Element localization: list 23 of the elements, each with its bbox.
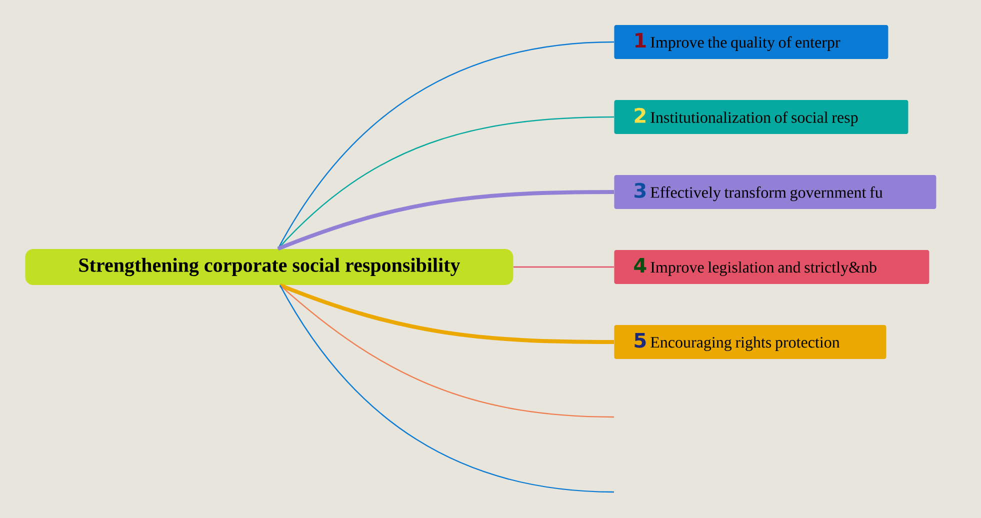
branch-line	[278, 41, 614, 250]
topic-text: Effectively transform government fu	[650, 186, 883, 202]
topic-text: Improve legislation and strictly&nb	[650, 261, 876, 276]
topic-box	[614, 100, 908, 134]
topic-box	[614, 24, 888, 59]
number-label: 4	[634, 258, 646, 273]
branch-line	[513, 266, 614, 268]
central-topic-box: Strengthening corporate social responsibility	[25, 249, 514, 285]
topic-box	[614, 250, 930, 284]
number-label: 3	[634, 182, 646, 198]
number-label: 2	[634, 108, 646, 123]
number-label: 5	[634, 332, 646, 348]
topic-text: Institutionalization of social resp	[650, 111, 858, 126]
topic-box	[614, 324, 886, 359]
branch-line	[279, 283, 614, 344]
topic-text: Encouraging rights protection	[650, 336, 840, 351]
branch-line	[277, 190, 614, 251]
topic-text: Improve the quality of enterpr	[650, 36, 840, 51]
branch-line	[280, 284, 614, 418]
topic-box	[614, 174, 936, 209]
branch-line	[278, 116, 614, 250]
branch-line	[280, 284, 614, 493]
number-label: 1	[635, 32, 646, 48]
